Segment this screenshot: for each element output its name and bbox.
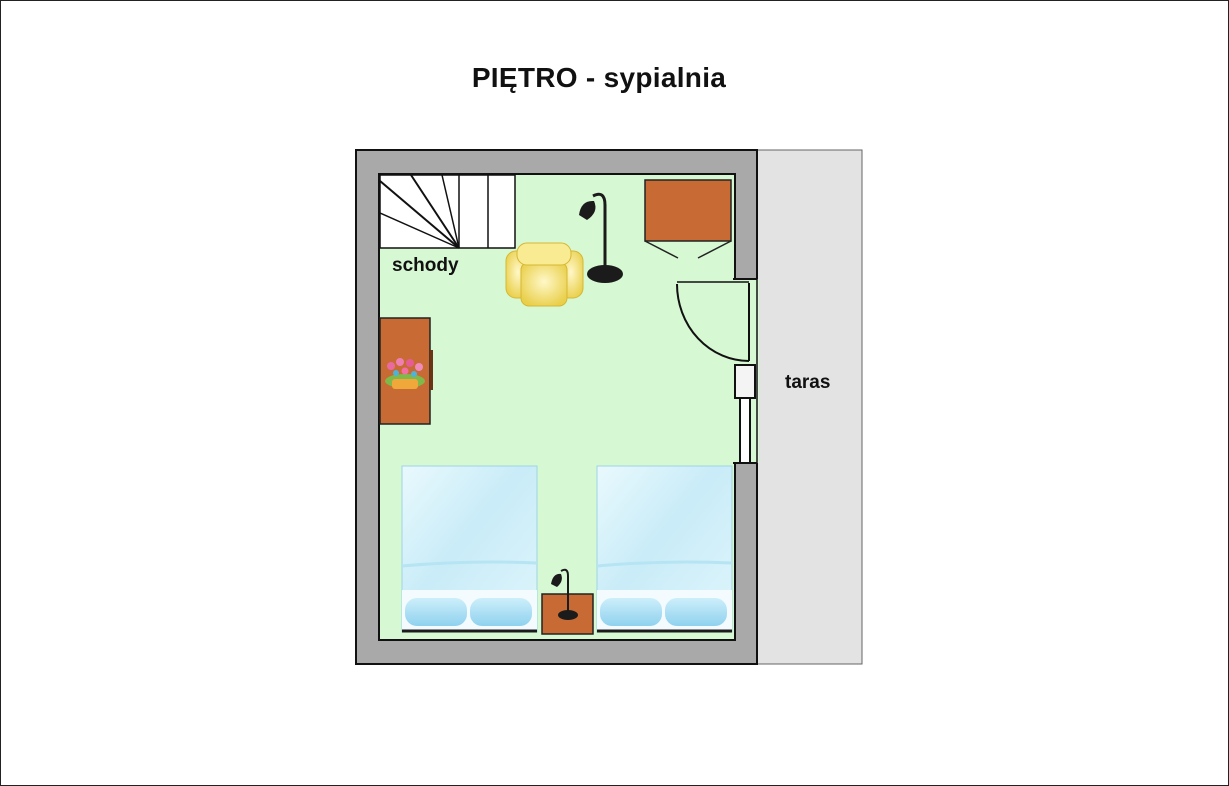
flower-pot-icon [385, 358, 425, 389]
stairs-icon [379, 174, 516, 249]
desk-lamp-icon [551, 568, 578, 620]
bed-icon [596, 465, 733, 633]
page-title: PIĘTRO - sypialnia [471, 62, 727, 93]
stairs-label: schody [392, 255, 459, 276]
window-icon [734, 364, 756, 464]
door-icon [676, 281, 750, 362]
terrace-area [756, 149, 863, 665]
floor-lamp-icon [579, 192, 623, 283]
wardrobe-icon [644, 179, 732, 259]
terrace-label: taras [785, 372, 831, 393]
bed-icon [401, 465, 538, 633]
armchair-icon [505, 242, 584, 307]
